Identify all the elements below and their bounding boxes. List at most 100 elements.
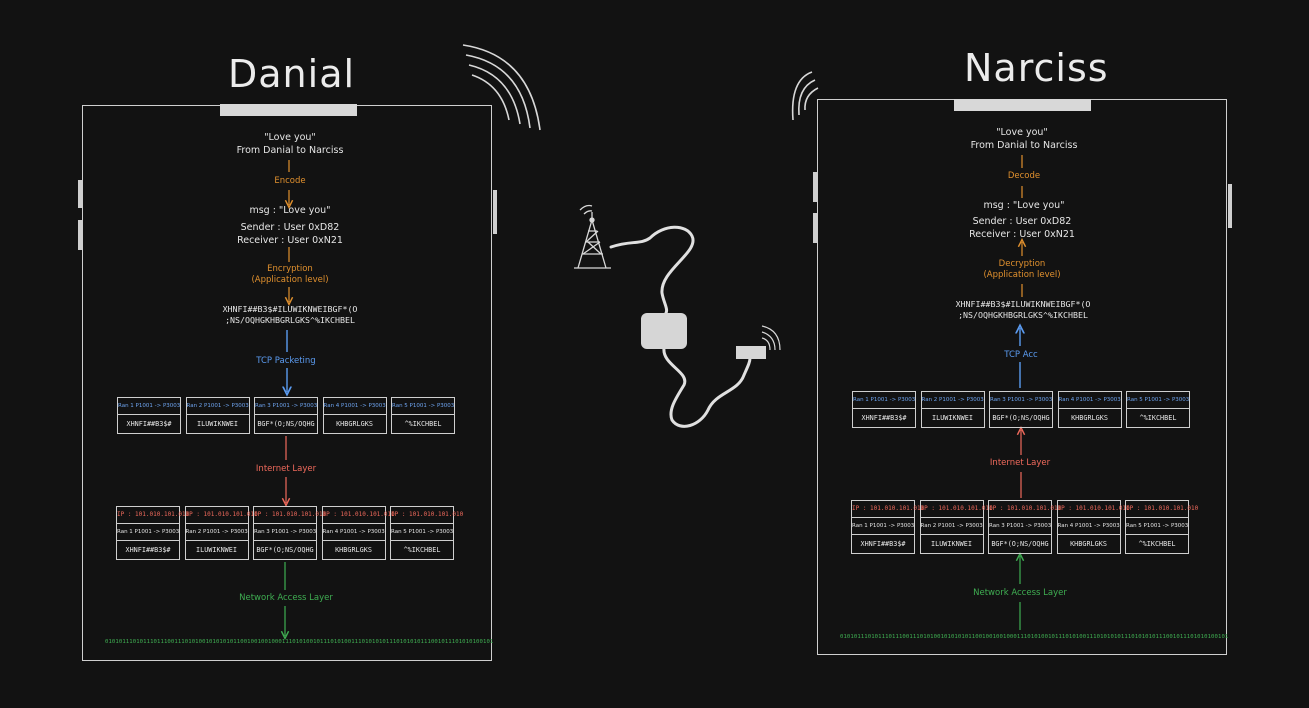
ip-header: IP : 101.010.101.010 bbox=[254, 507, 326, 524]
segment-header: Ran 4 P1001 -> P3003 bbox=[1057, 518, 1120, 535]
decryption-label: Decryption (Application level) bbox=[983, 259, 1061, 280]
segment-payload: BGF*(O;NS/OQHG bbox=[256, 546, 314, 554]
segment-header: Ran 1 P1001 -> P3003 bbox=[118, 398, 180, 415]
segment-header: Ran 1 P1001 -> P3003 bbox=[852, 518, 914, 535]
from-text: From Danial to Narciss bbox=[970, 140, 1078, 151]
segment-payload: ILUWIKNWEI bbox=[932, 414, 973, 422]
cipher-text: XHNFI##B3$#ILUWIKNWEIBGF*(O ;NS/OQHGKHBG… bbox=[955, 299, 1091, 320]
tcp-segment: Ran 5 P1001 -> P3003 ^%IKCHBEL bbox=[391, 397, 455, 434]
segment-payload: ILUWIKNWEI bbox=[197, 420, 238, 428]
tcp-packeting-label: TCP Packeting bbox=[256, 356, 316, 366]
ip-header: IP : 101.010.101.010 bbox=[989, 501, 1061, 518]
network-access-label: Network Access Layer bbox=[973, 588, 1067, 598]
segment-payload: XHNFI##B3$# bbox=[125, 546, 171, 554]
router-icon bbox=[641, 313, 687, 349]
segment-header: Ran 4 P1001 -> P3003 bbox=[1058, 392, 1121, 409]
segment-header: Ran 2 P1001 -> P3003 bbox=[185, 524, 248, 541]
segment-payload: ILUWIKNWEI bbox=[931, 540, 972, 548]
segment-payload: ^%IKCHBEL bbox=[404, 420, 442, 428]
sender-field: Sender : User 0xD82 bbox=[972, 216, 1072, 227]
segment-payload: BGF*(O;NS/OQHG bbox=[991, 540, 1049, 548]
msg-field: msg : "Love you" bbox=[983, 200, 1065, 211]
modem-signal-icon bbox=[761, 325, 781, 351]
segment-header: Ran 2 P1001 -> P3003 bbox=[921, 392, 984, 409]
phone-side-button bbox=[813, 213, 817, 243]
ip-header: IP : 101.010.101.010 bbox=[852, 501, 924, 518]
segment-payload: ^%IKCHBEL bbox=[403, 546, 441, 554]
modem-icon bbox=[736, 346, 766, 359]
message-text: "Love you" bbox=[996, 127, 1048, 138]
phone-side-button bbox=[1228, 184, 1232, 228]
ip-header: IP : 101.010.101.010 bbox=[1126, 501, 1198, 518]
segment-payload: XHNFI##B3$# bbox=[126, 420, 172, 428]
bit-stream: 0101011101011101110011101010010101010110… bbox=[840, 634, 1229, 640]
ip-header: IP : 101.010.101.010 bbox=[391, 507, 463, 524]
segment-payload: ^%IKCHBEL bbox=[1138, 540, 1176, 548]
phone-notch bbox=[220, 104, 357, 116]
segment-payload: BGF*(O;NS/OQHG bbox=[257, 420, 315, 428]
ip-header: IP : 101.010.101.010 bbox=[185, 507, 258, 524]
network-access-label: Network Access Layer bbox=[239, 593, 333, 603]
segment-header: Ran 5 P1001 -> P3003 bbox=[1127, 392, 1189, 409]
network-cable bbox=[609, 225, 752, 428]
receiver-field: Receiver : User 0xN21 bbox=[237, 235, 343, 246]
segment-payload: ^%IKCHBEL bbox=[1139, 414, 1177, 422]
segment-payload: XHNFI##B3$# bbox=[860, 540, 906, 548]
decode-label: Decode bbox=[1007, 171, 1041, 181]
ip-header: IP : 101.010.101.010 bbox=[117, 507, 189, 524]
segment-header: Ran 5 P1001 -> P3003 bbox=[392, 398, 454, 415]
segment-header: Ran 2 P1001 -> P3003 bbox=[920, 518, 983, 535]
signal-waves-icon bbox=[462, 44, 541, 131]
cipher-text: XHNFI##B3$#ILUWIKNWEIBGF*(O ;NS/OQHGKHBG… bbox=[222, 304, 358, 325]
segment-payload: ILUWIKNWEI bbox=[196, 546, 237, 554]
encode-label: Encode bbox=[274, 176, 306, 186]
segment-payload: XHNFI##B3$# bbox=[861, 414, 907, 422]
sender-field: Sender : User 0xD82 bbox=[240, 222, 340, 233]
bit-stream: 0101011101011101110011101010010101010110… bbox=[105, 639, 494, 645]
signal-waves-icon bbox=[791, 71, 819, 121]
segment-header: Ran 3 P1001 -> P3003 bbox=[990, 392, 1052, 409]
from-text: From Danial to Narciss bbox=[236, 145, 344, 156]
segment-header: Ran 5 P1001 -> P3003 bbox=[391, 524, 453, 541]
phone-side-button bbox=[78, 180, 82, 208]
segment-header: Ran 4 P1001 -> P3003 bbox=[322, 524, 385, 541]
tcp-segment: Ran 5 P1001 -> P3003 ^%IKCHBEL bbox=[1126, 391, 1190, 428]
tcp-acc-label: TCP Acc bbox=[1004, 350, 1038, 360]
segment-payload: BGF*(O;NS/OQHG bbox=[992, 414, 1050, 422]
segment-header: Ran 4 P1001 -> P3003 bbox=[323, 398, 386, 415]
receiver-field: Receiver : User 0xN21 bbox=[969, 229, 1075, 240]
sender-name: Danial bbox=[228, 52, 356, 96]
internet-layer-label: Internet Layer bbox=[255, 464, 317, 474]
ip-header: IP : 101.010.101.010 bbox=[322, 507, 395, 524]
segment-header: Ran 1 P1001 -> P3003 bbox=[853, 392, 915, 409]
segment-header: Ran 3 P1001 -> P3003 bbox=[254, 524, 316, 541]
ip-header: IP : 101.010.101.010 bbox=[1057, 501, 1130, 518]
sender-phone bbox=[82, 105, 492, 661]
segment-payload: KHBGRLGKS bbox=[1071, 414, 1108, 422]
segment-header: Ran 3 P1001 -> P3003 bbox=[255, 398, 317, 415]
segment-header: Ran 3 P1001 -> P3003 bbox=[989, 518, 1051, 535]
phone-side-button bbox=[493, 190, 497, 234]
segment-header: Ran 5 P1001 -> P3003 bbox=[1126, 518, 1188, 535]
segment-payload: KHBGRLGKS bbox=[336, 420, 373, 428]
phone-side-button bbox=[78, 220, 82, 250]
phone-side-button bbox=[813, 172, 817, 202]
segment-header: Ran 1 P1001 -> P3003 bbox=[117, 524, 179, 541]
